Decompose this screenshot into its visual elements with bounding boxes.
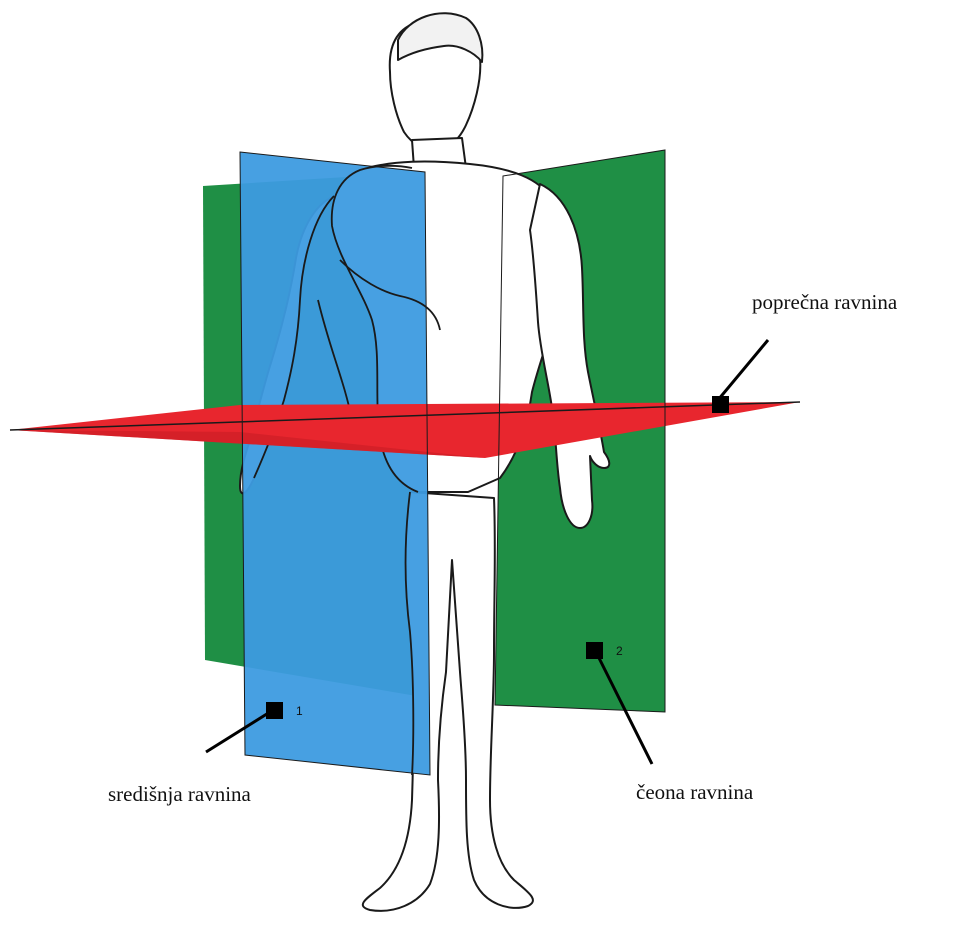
leader-line-transverse (718, 340, 768, 400)
median-plane (240, 152, 430, 775)
marker-frontal (586, 642, 603, 659)
marker-median (266, 702, 283, 719)
transverse-plane-label: poprečna ravnina (752, 292, 897, 313)
median-marker-number: 1 (296, 705, 303, 717)
median-plane-label: središnja ravnina (108, 784, 251, 805)
frontal-marker-number: 2 (616, 645, 623, 657)
frontal-plane-label: čeona ravnina (636, 782, 753, 803)
